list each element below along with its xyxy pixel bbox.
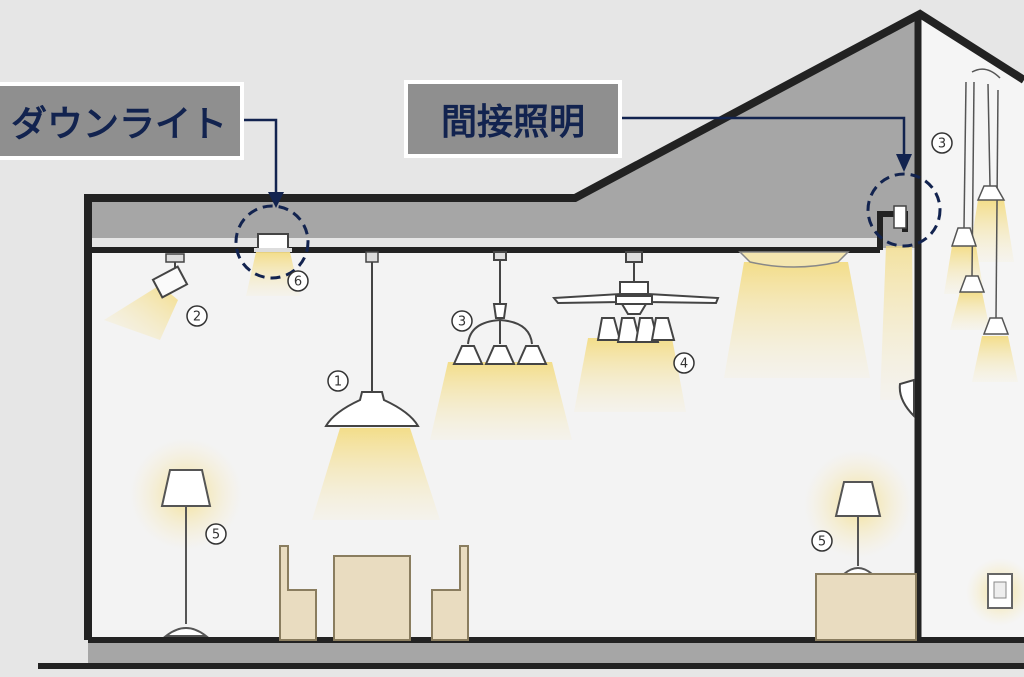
marker-ceiling-fan: 4 xyxy=(673,352,695,374)
downlight-callout-line xyxy=(244,118,278,198)
svg-text:1: 1 xyxy=(334,375,342,390)
indirect-callout-arrow xyxy=(896,154,912,172)
marker-pendant: 1 xyxy=(327,370,349,392)
svg-text:4: 4 xyxy=(680,357,688,372)
marker-spotlight: 2 xyxy=(186,305,208,327)
chandelier-beam xyxy=(430,362,572,440)
indirect-fixture xyxy=(893,205,907,229)
marker-downlight: 6 xyxy=(287,270,309,292)
roof-band xyxy=(88,14,920,248)
indirect-dashed-circle xyxy=(866,172,942,248)
fan-beam xyxy=(574,338,686,412)
svg-text:5: 5 xyxy=(212,528,220,543)
svg-text:2: 2 xyxy=(193,310,201,325)
right-pendant-beam-1 xyxy=(968,200,1014,262)
pendant-fixture xyxy=(324,251,420,427)
wall-switch-button xyxy=(993,581,1007,599)
indirect-wash xyxy=(880,246,914,400)
downlight-rim xyxy=(254,248,292,252)
floor-lamp xyxy=(160,469,212,637)
downlight-dashed-circle xyxy=(234,204,310,280)
spotlight-beam xyxy=(104,285,178,340)
svg-text:6: 6 xyxy=(294,275,302,290)
downlight-callout-arrow xyxy=(268,192,284,208)
wall-sconce xyxy=(898,378,915,419)
downlight-fixture xyxy=(257,233,289,251)
side-table xyxy=(815,573,917,641)
floor-slab xyxy=(88,640,1024,666)
downlight-label: ダウンライト xyxy=(0,82,244,160)
svg-text:5: 5 xyxy=(818,535,826,550)
chandelier-fixture xyxy=(452,251,548,365)
svg-text:3: 3 xyxy=(938,137,946,152)
marker-right-pendants: 3 xyxy=(931,132,953,154)
indirect-callout-line xyxy=(622,116,906,160)
dining-set xyxy=(279,545,469,641)
pendant-beam xyxy=(312,428,440,520)
ceiling-light-beam xyxy=(724,262,870,378)
svg-text:3: 3 xyxy=(458,315,466,330)
indirect-lighting-label: 間接照明 xyxy=(404,80,622,158)
downlight-beam xyxy=(246,252,300,296)
right-pendant-beam-3 xyxy=(950,292,990,330)
ceiling-light-fixture xyxy=(738,251,850,268)
marker-floor-lamp: 5 xyxy=(205,523,227,545)
ceiling-fan-fixture xyxy=(552,251,720,343)
right-pendant-beam-4 xyxy=(972,336,1018,382)
marker-chandelier: 3 xyxy=(451,310,473,332)
marker-table-lamp: 5 xyxy=(811,530,833,552)
right-pendant-cluster xyxy=(950,68,1010,335)
spotlight-fixture xyxy=(151,253,189,299)
roof-outline xyxy=(84,9,1024,640)
